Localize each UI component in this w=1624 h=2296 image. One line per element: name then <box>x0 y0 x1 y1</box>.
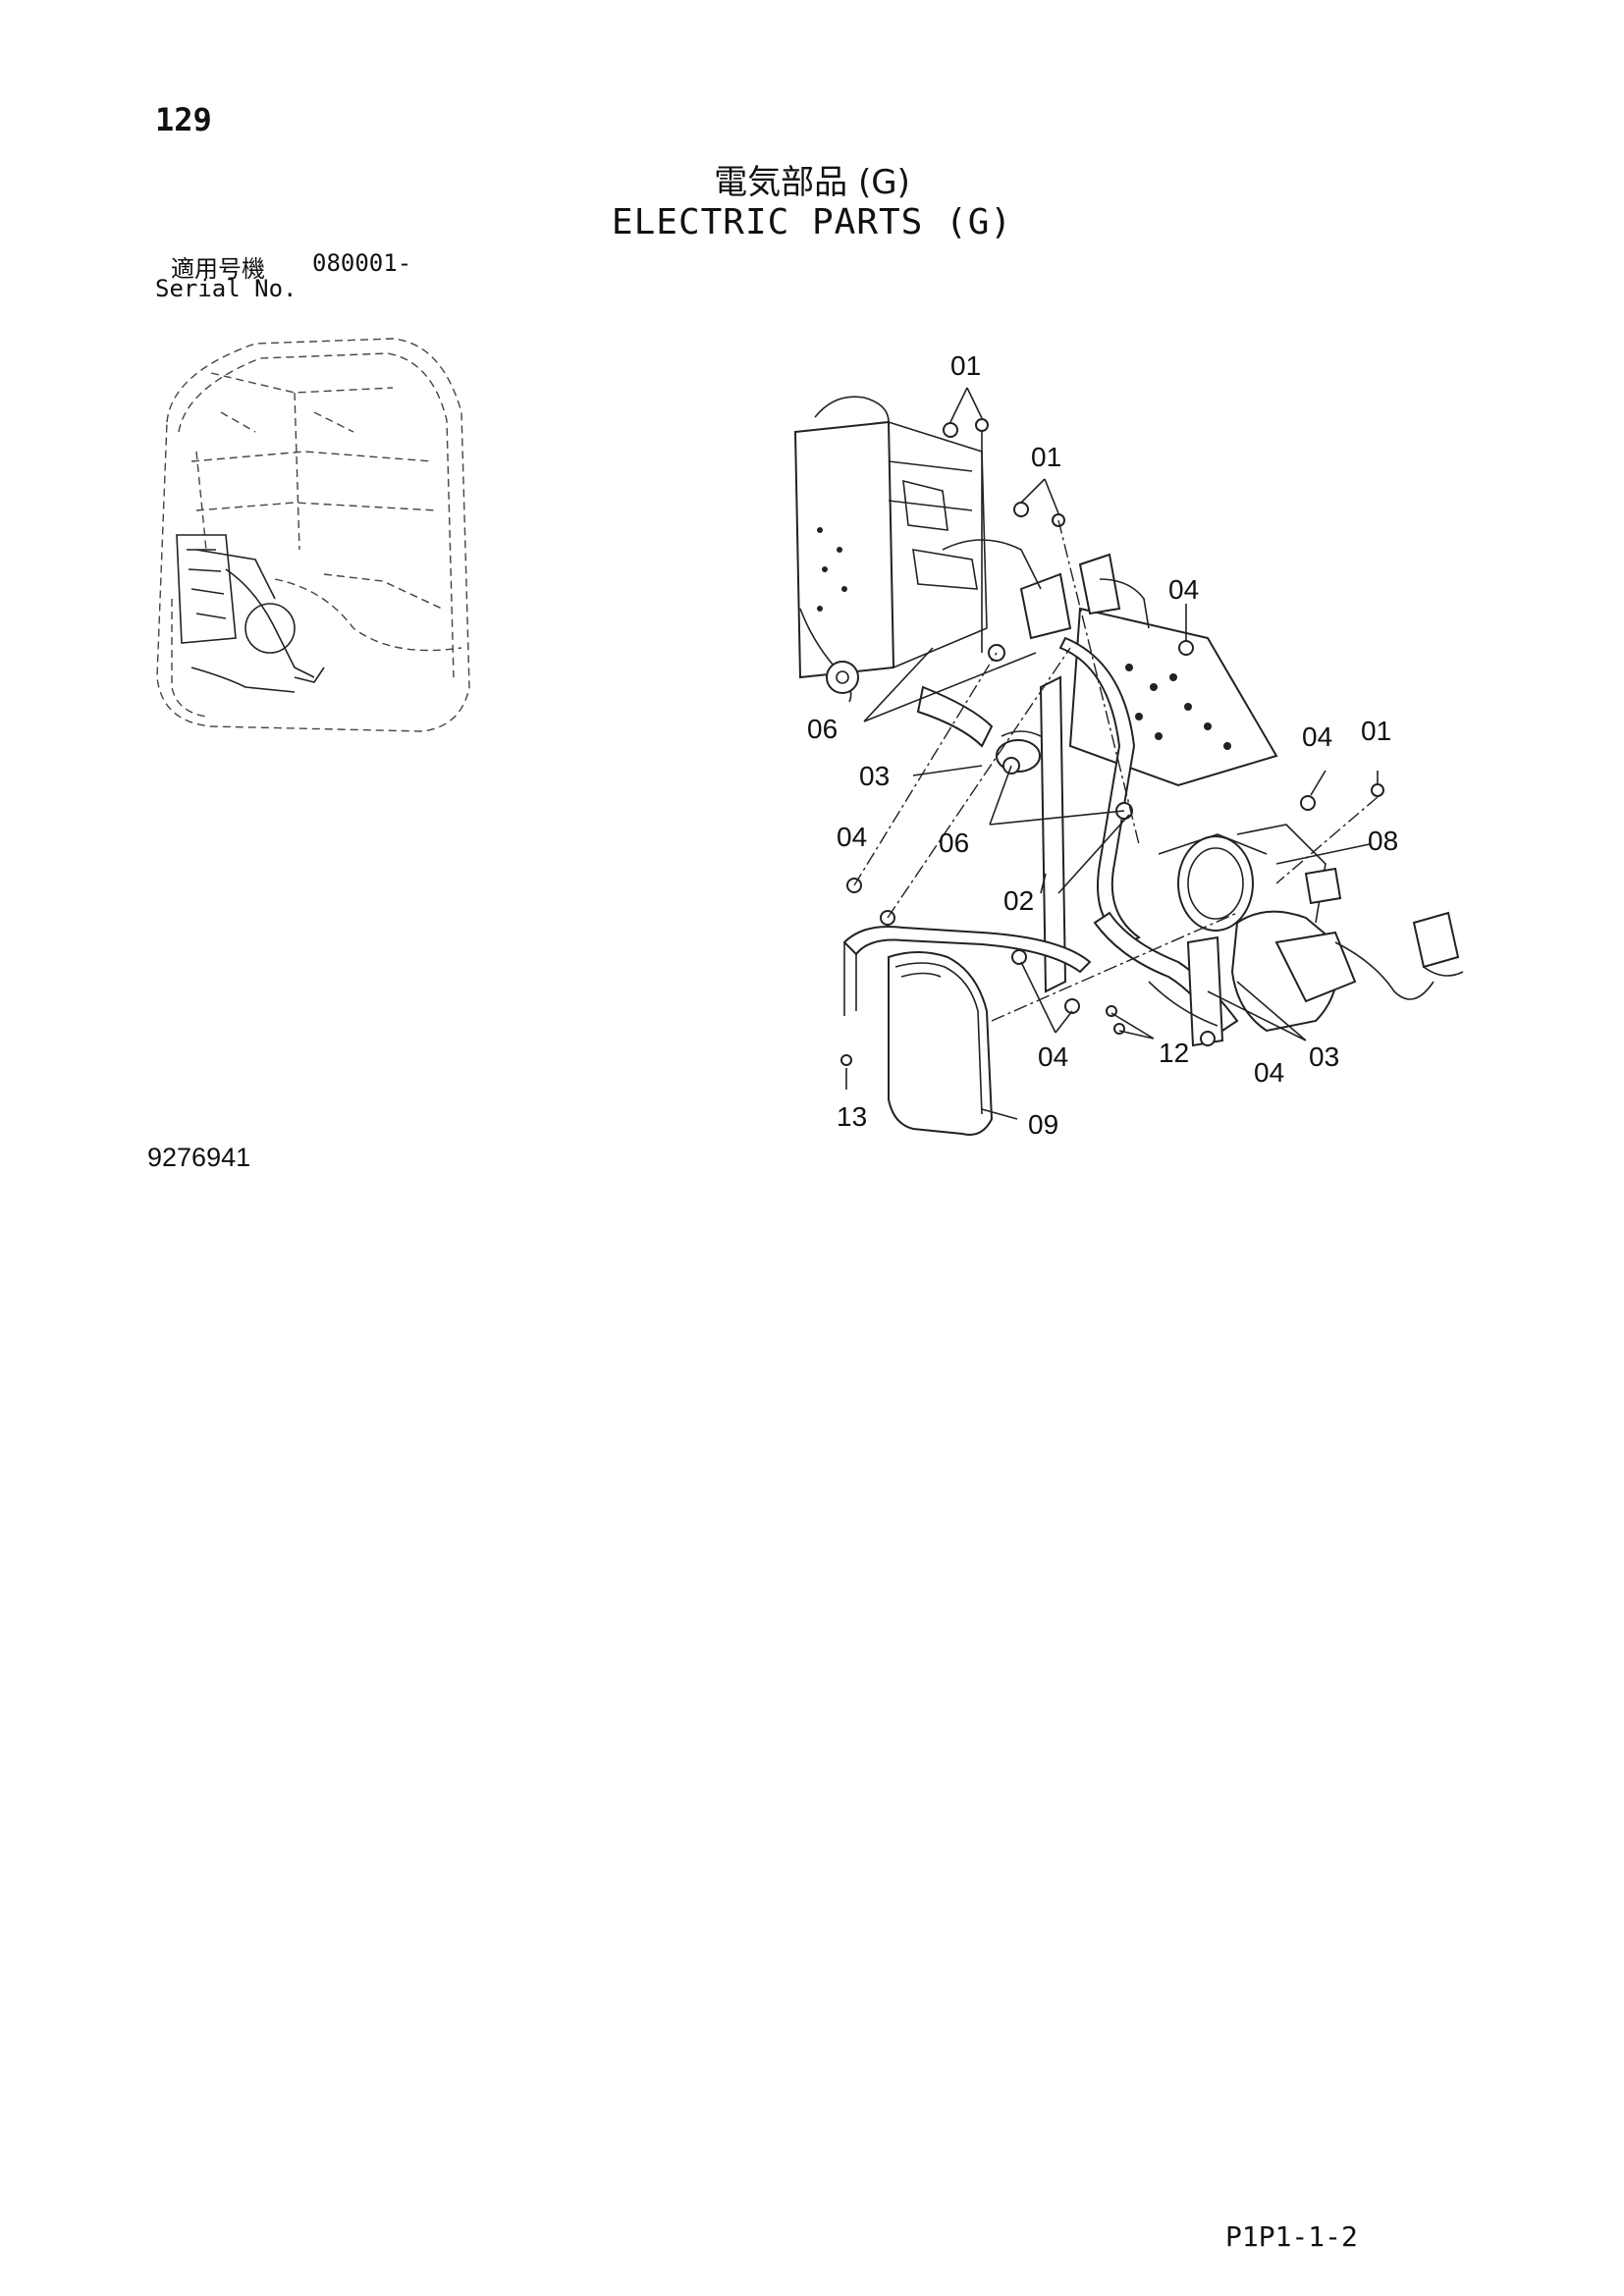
callout-13: 13 <box>837 1101 867 1132</box>
serial-label-english: Serial No. <box>155 275 298 302</box>
screw-icon <box>840 1054 852 1066</box>
callout-12: 12 <box>1159 1038 1189 1068</box>
title-japanese: 電気部品 (G) <box>714 163 910 202</box>
callout-04: 04 <box>1038 1041 1068 1072</box>
callout-01: 01 <box>950 350 981 381</box>
page-number: 129 <box>155 101 212 138</box>
bolt-icon <box>1013 502 1029 517</box>
bolt-icon <box>1371 783 1384 797</box>
serial-number-value: 080001- <box>312 249 412 277</box>
callout-02: 02 <box>1003 885 1034 916</box>
nut-icon <box>1300 795 1316 811</box>
callout-labels: 01 01 04 04 01 06 03 04 06 08 02 04 12 0… <box>807 350 1398 1140</box>
leader-lines <box>845 387 1379 1120</box>
nut-icon <box>1178 640 1194 656</box>
callout-08: 08 <box>1368 826 1398 856</box>
page-code: P1P1-1-2 <box>1225 2220 1358 2253</box>
callout-03: 03 <box>1309 1041 1339 1072</box>
screw-icon <box>1106 1005 1117 1017</box>
drawing-id: 9276941 <box>147 1143 251 1172</box>
bolt-icon <box>943 422 958 438</box>
callout-01: 01 <box>1361 716 1391 746</box>
callout-04: 04 <box>1254 1057 1284 1088</box>
title-english: ELECTRIC PARTS (G) <box>611 202 1013 242</box>
callout-01: 01 <box>1031 442 1061 472</box>
callout-04: 04 <box>837 822 867 852</box>
nut-icon <box>1064 998 1080 1014</box>
cab-overview-illustration <box>156 338 470 732</box>
callout-04: 04 <box>1168 574 1199 605</box>
nut-icon <box>1200 1031 1216 1046</box>
serial-label-japanese: 適用号機 <box>171 255 265 283</box>
main-assembly-drawing <box>793 396 1464 1136</box>
callout-04: 04 <box>1302 721 1332 752</box>
callout-09: 09 <box>1028 1109 1058 1140</box>
fastener-symbols <box>840 418 1384 1066</box>
nut-icon <box>1011 949 1027 965</box>
callout-06: 06 <box>807 714 838 744</box>
callout-06: 06 <box>939 828 969 858</box>
callout-03: 03 <box>859 761 890 791</box>
bolt-icon <box>975 418 989 432</box>
